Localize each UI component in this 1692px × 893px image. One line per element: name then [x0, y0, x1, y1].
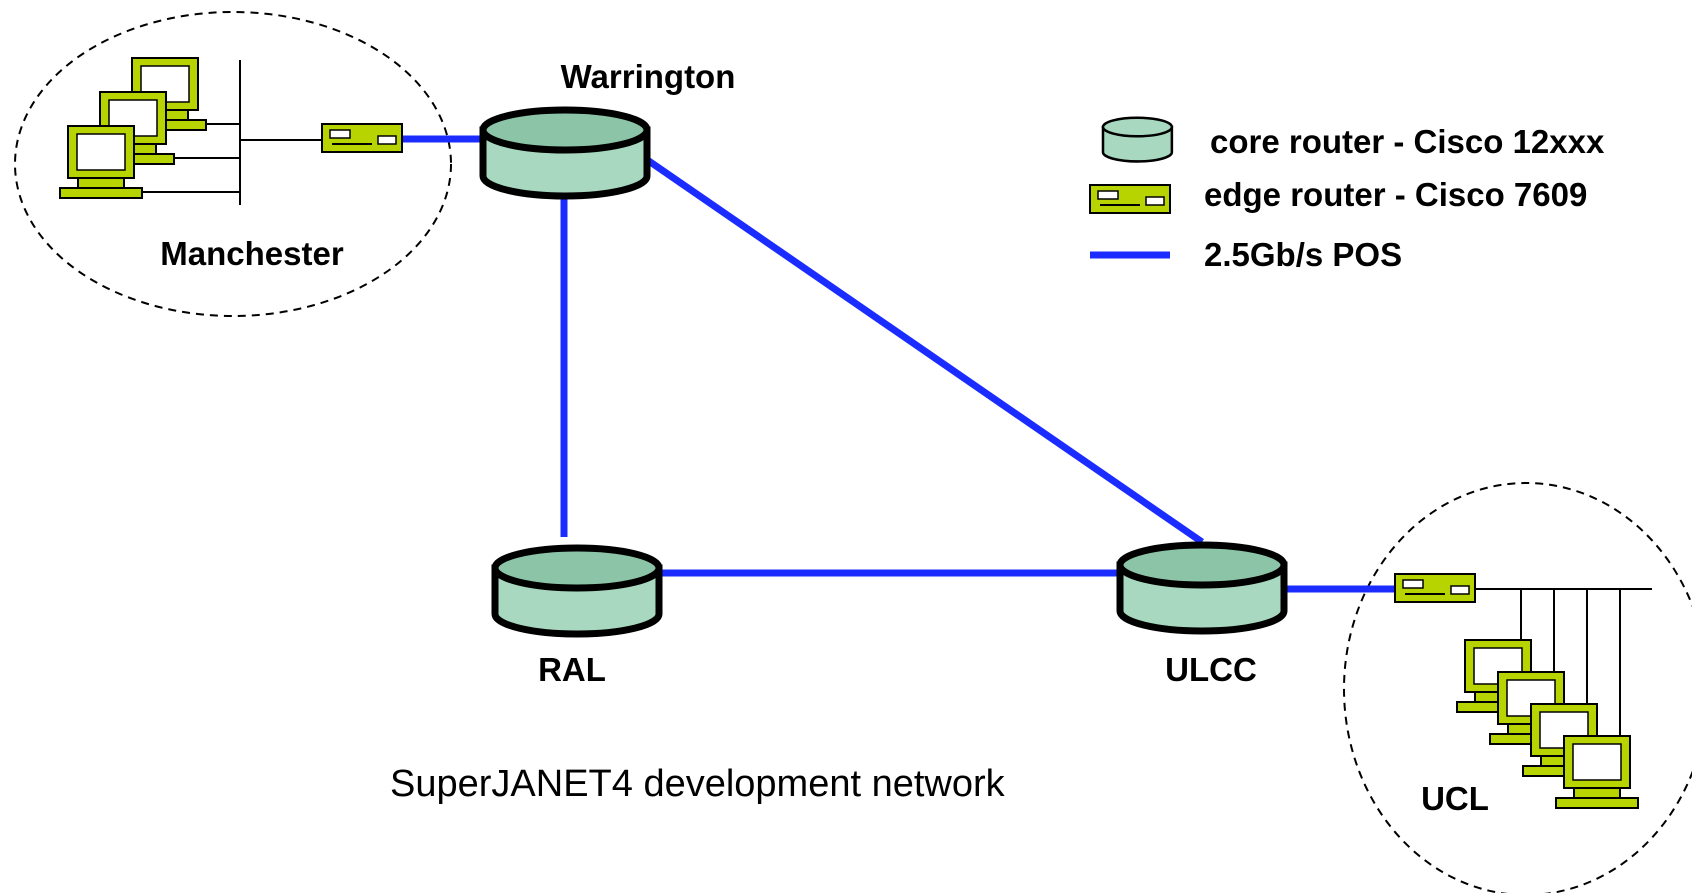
legend-core-router-label: core router - Cisco 12xxx [1210, 123, 1605, 160]
edge-router-icon [1394, 573, 1476, 603]
workstation-icon [1555, 735, 1639, 809]
pos-links [402, 135, 1395, 593]
manchester-site-boundary [14, 11, 452, 317]
legend-core-router-icon [1101, 116, 1174, 163]
legend-link-label: 2.5Gb/s POS [1204, 236, 1402, 273]
legend-edge-router-label: edge router - Cisco 7609 [1204, 176, 1587, 213]
edge-router-icon [321, 123, 403, 153]
label-ucl: UCL [1421, 780, 1489, 817]
diagram-caption: SuperJANET4 development network [390, 763, 1006, 805]
label-ulcc: ULCC [1165, 651, 1257, 688]
core-router-icon [1120, 545, 1284, 631]
legend-edge-router-icon [1089, 184, 1171, 214]
workstation-icon [59, 125, 143, 199]
link-warrington-ulcc [641, 154, 1204, 545]
label-ral: RAL [538, 651, 606, 688]
label-manchester: Manchester [160, 235, 344, 272]
core-router-icon [483, 110, 647, 196]
ucl-site-boundary [1343, 482, 1692, 893]
core-router-icon [495, 548, 659, 634]
legend: core router - Cisco 12xxx edge router - … [1089, 116, 1605, 273]
manchester-workstations [59, 57, 207, 199]
label-warrington: Warrington [561, 58, 736, 95]
